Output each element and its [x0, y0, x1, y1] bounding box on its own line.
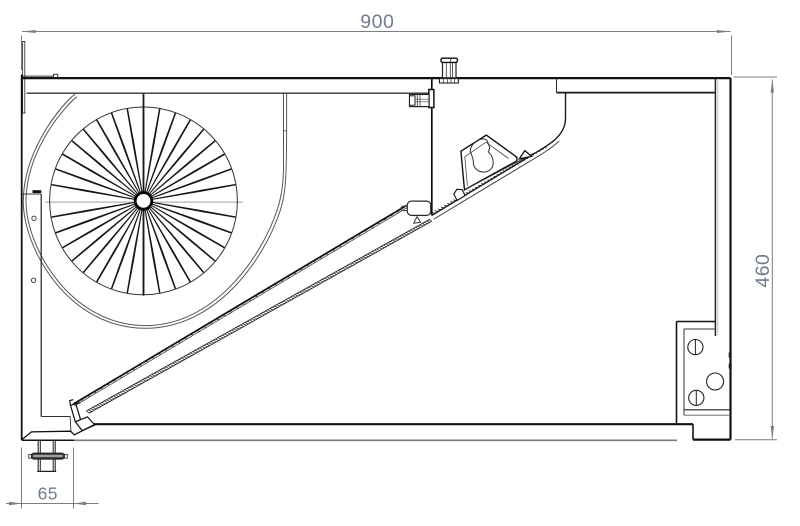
- svg-text:65: 65: [38, 484, 58, 504]
- svg-text:900: 900: [360, 11, 394, 33]
- svg-text:460: 460: [752, 254, 774, 288]
